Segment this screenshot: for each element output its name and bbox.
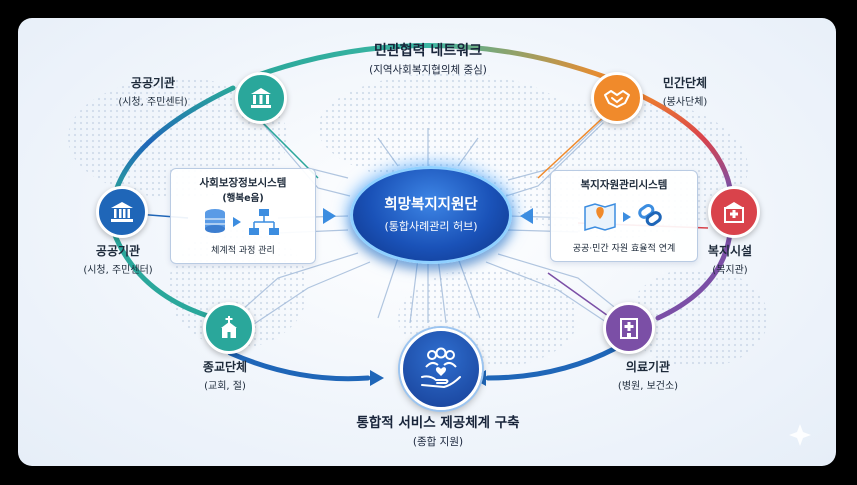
- right-panel-title: 복지자원관리시스템: [580, 179, 668, 191]
- hub-node: 희망복지지원단 (통합사례관리 허브): [350, 166, 512, 264]
- left-panel-footer: 체계적 과정 관리: [211, 246, 275, 256]
- welfare-node: [708, 186, 760, 238]
- public-mid-subtitle: (시청, 주민센터): [83, 265, 153, 276]
- medical-title: 의료기관: [625, 360, 671, 374]
- network-subtitle: (지역사회복지협의체 중심): [369, 64, 487, 76]
- religious-subtitle: (교회, 절): [204, 381, 246, 392]
- handshake-icon: [604, 90, 630, 108]
- religious-node: [203, 302, 255, 354]
- outcome-title: 통합적 서비스 제공체계 구축: [356, 415, 520, 431]
- medical-clinic-icon: [620, 318, 638, 339]
- welfare-subtitle: (복지관): [712, 265, 748, 276]
- resource-management-system-panel: 복지자원관리시스템 공공·민간 자원 효율적 연계: [550, 170, 698, 262]
- network-title-block: 민관협력 네트워크 (지역사회복지협의체 중심): [369, 40, 487, 77]
- social-security-system-panel: 사회보장정보시스템 (행복e음) 체계적 과정 관리: [170, 168, 316, 264]
- private-org-label: 민간단체 (봉사단체): [663, 74, 708, 108]
- bank-building-icon: [111, 202, 133, 222]
- hospital-building-icon: [724, 202, 744, 223]
- hub-title: 희망복지지원단: [384, 197, 478, 213]
- public-top-node: [235, 72, 287, 124]
- government-building-icon: [251, 88, 271, 108]
- public-mid-label: 공공기관 (시청, 주민센터): [83, 242, 152, 276]
- right-panel-footer: 공공·민간 자원 효율적 연계: [572, 244, 676, 254]
- private-org-subtitle: (봉사단체): [662, 97, 708, 108]
- public-top-label: 공공기관 (시청, 주민센터): [118, 74, 187, 108]
- left-panel-title: 사회보장정보시스템: [199, 177, 287, 189]
- religious-title: 종교단체: [202, 360, 248, 374]
- religious-label: 종교단체 (교회, 절): [203, 358, 247, 392]
- medical-label: 의료기관 (병원, 보건소): [618, 358, 678, 392]
- outcome-title-block: 통합적 서비스 제공체계 구축 (종합 지원): [356, 411, 519, 449]
- public-mid-node: [96, 186, 148, 238]
- public-mid-title: 공공기관: [95, 244, 141, 258]
- welfare-title: 복지시설: [707, 244, 753, 258]
- outcome-node: [400, 328, 482, 410]
- database-network-icon: [205, 209, 279, 235]
- public-top-title: 공공기관: [130, 76, 176, 90]
- left-panel-subtitle: (행복e음): [222, 193, 264, 204]
- hub-subtitle: (통합사례관리 허브): [384, 220, 478, 233]
- map-link-icon: [584, 202, 662, 231]
- welfare-label: 복지시설 (복지관): [708, 242, 752, 276]
- church-icon: [221, 316, 237, 338]
- medical-node: [603, 302, 655, 354]
- network-title: 민관협력 네트워크: [374, 43, 482, 59]
- diagram-card: 민관협력 네트워크 (지역사회복지협의체 중심) 공공기관 (시청, 주민센터)…: [18, 18, 836, 466]
- people-care-hand-icon: [421, 347, 461, 389]
- public-top-subtitle: (시청, 주민센터): [118, 97, 188, 108]
- medical-subtitle: (병원, 보건소): [617, 381, 679, 392]
- private-org-title: 민간단체: [662, 76, 708, 90]
- private-org-node: [591, 72, 643, 124]
- outcome-subtitle: (종합 지원): [412, 436, 464, 448]
